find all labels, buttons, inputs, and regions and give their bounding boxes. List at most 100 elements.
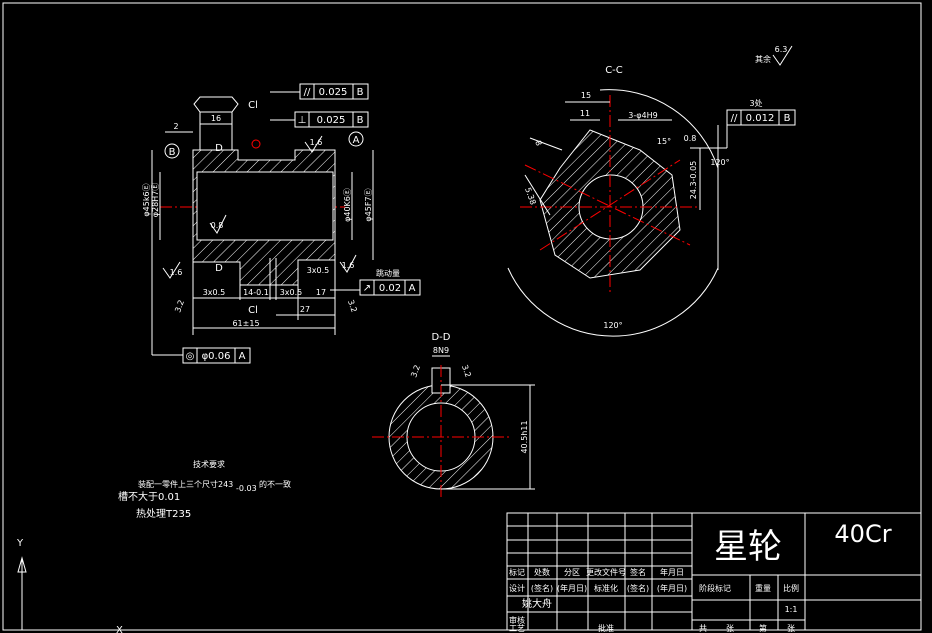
ucs-x-label: X <box>116 625 123 633</box>
dim-3-phi4h9: 3-φ4H9 <box>628 111 657 120</box>
dim-d40k6: φ40K6Ⓔ <box>343 188 352 222</box>
sheet-no-unit: 张 <box>787 624 795 633</box>
fcf-parallel-cc: // 0.012 B 3处 <box>726 98 796 126</box>
datum-a-marker <box>348 131 364 147</box>
dd-rough-right: 3.2 <box>460 364 473 379</box>
dim-c120-a: 120° <box>710 158 729 167</box>
technical-notes: 技术要求 装配一零件上三个尺寸243 -0.03 的不一致 槽不大于0.01 热… <box>118 459 291 520</box>
dim-d45f7: φ45F7Ⓔ <box>364 188 373 221</box>
rough-1.6-left: 1.6 <box>170 268 183 277</box>
rough-3.2-left: 3.2 <box>173 299 186 314</box>
svg-text:3处: 3处 <box>749 98 762 108</box>
dim-8n9: 8N9 <box>433 346 449 355</box>
svg-text://: // <box>304 87 311 98</box>
section-cc-title: C-C <box>605 65 623 76</box>
dd-rough-left: 3.2 <box>409 364 422 379</box>
main-section-view: B A // 0.025 B ⊥ 0.025 B ◎ φ0.06 A <box>142 83 421 364</box>
notes-title: 技术要求 <box>193 459 225 469</box>
svg-text:分区: 分区 <box>564 568 580 577</box>
sheet-total-label: 共 <box>699 624 707 633</box>
section-dd-title: D-D <box>431 332 450 343</box>
fcf-parallel: // 0.025 B <box>299 83 369 100</box>
svg-text:年月日: 年月日 <box>660 567 684 577</box>
sheet-no-label: 第 <box>759 623 767 633</box>
svg-text:设计: 设计 <box>509 583 525 593</box>
dim-17: 17 <box>316 288 326 297</box>
datum-b-label: B <box>169 147 176 158</box>
dim-c08: 0.8 <box>684 134 697 143</box>
svg-text:0.025: 0.025 <box>317 115 346 126</box>
section-cc-view: C-C // 0.012 B 3处 15 11 <box>507 45 796 337</box>
dim-3x05-b: 3x0.5 <box>280 288 303 297</box>
section-mark-cl-top: Cl <box>248 100 258 111</box>
dim-c120-b: 120° <box>603 321 622 330</box>
svg-text:↗: ↗ <box>363 283 371 294</box>
material: 40Cr <box>834 520 891 548</box>
part-name: 星轮 <box>714 527 782 567</box>
title-block: 标记 处数 分区 更改文件号 签名 年月日 设计 (签名) (年月日) 标准化 … <box>506 512 922 633</box>
datum-b-marker <box>164 143 180 159</box>
svg-text:B: B <box>357 115 364 126</box>
svg-text:(签名): (签名) <box>627 583 649 593</box>
dim-3x05-c: 3x0.5 <box>307 266 330 275</box>
notes-line3: 热处理T235 <box>136 507 191 520</box>
notes-line1: 装配一零件上三个尺寸243 <box>138 479 233 489</box>
svg-text:B: B <box>784 113 791 124</box>
section-mark-cl-bottom: Cl <box>248 305 258 316</box>
rough-1.6-top: 1.6 <box>310 138 323 147</box>
key-profile <box>193 96 239 113</box>
rough-3.2-right: 3.2 <box>346 299 359 314</box>
dim-c11: 11 <box>580 109 590 118</box>
dim-16: 16 <box>211 114 221 123</box>
designer-name: 姚大舟 <box>522 597 552 610</box>
dim-40-5h11: 40.5h11 <box>520 420 529 453</box>
runout-note: 跳动量 <box>376 268 400 278</box>
dim-14: 14-0.1 <box>243 288 269 297</box>
svg-text:0.012: 0.012 <box>746 113 775 124</box>
svg-text:φ0.06: φ0.06 <box>202 351 231 362</box>
dim-c243: 24.3-0.05 <box>689 161 698 200</box>
rough-1.6-right: 1.6 <box>342 261 355 270</box>
svg-text:更改文件号: 更改文件号 <box>586 567 626 577</box>
notes-line1-tail: 的不一致 <box>259 479 291 489</box>
dim-3x05-a: 3x0.5 <box>203 288 226 297</box>
fcf-concentricity: ◎ φ0.06 A <box>182 347 251 364</box>
notes-line1-tol: -0.03 <box>236 484 257 493</box>
dim-d28h7: φ28H7Ⓔ <box>151 183 160 218</box>
dim-c538: 5.38 <box>523 186 538 206</box>
general-roughness-value: 6.3 <box>775 45 788 54</box>
general-roughness-note: 其余 <box>755 54 771 64</box>
notes-line2: 槽不大于0.01 <box>118 490 180 503</box>
svg-text:(签名): (签名) <box>531 583 553 593</box>
section-dd-view: D-D 8N9 40.5h11 3.2 3.2 <box>372 332 535 500</box>
angle-arc <box>507 267 719 337</box>
section-mark-d-top: D <box>215 143 223 154</box>
ucs-y-label: Y <box>16 538 24 549</box>
section-mark-d-bottom: D <box>215 263 223 274</box>
dim-2: 2 <box>173 122 178 131</box>
svg-text:◎: ◎ <box>186 351 195 362</box>
svg-text:处数: 处数 <box>534 567 550 577</box>
svg-text:B: B <box>357 87 364 98</box>
dim-c8: 8 <box>533 139 543 147</box>
svg-text:A: A <box>239 351 246 362</box>
svg-text:(年月日): (年月日) <box>557 583 587 593</box>
stage-mark-label: 阶段标记 <box>699 583 731 593</box>
svg-text:批准: 批准 <box>598 623 614 633</box>
hole-mark <box>251 139 261 149</box>
svg-text:A: A <box>409 283 416 294</box>
sheet-total-unit: 张 <box>726 624 734 633</box>
scale-value: 1:1 <box>785 605 798 614</box>
svg-text:(年月日): (年月日) <box>657 583 687 593</box>
dim-c15deg: 15° <box>657 137 671 146</box>
svg-text:0.02: 0.02 <box>379 283 401 294</box>
ucs-icon: Y X <box>16 538 123 633</box>
rough-0.8: 0.8 <box>211 221 224 230</box>
svg-text:审核: 审核 <box>509 615 525 625</box>
svg-text:⊥: ⊥ <box>298 115 307 126</box>
svg-text:签名: 签名 <box>630 567 646 577</box>
fcf-runout: ↗ 0.02 A 跳动量 <box>359 268 421 296</box>
svg-text:标记: 标记 <box>509 567 525 577</box>
